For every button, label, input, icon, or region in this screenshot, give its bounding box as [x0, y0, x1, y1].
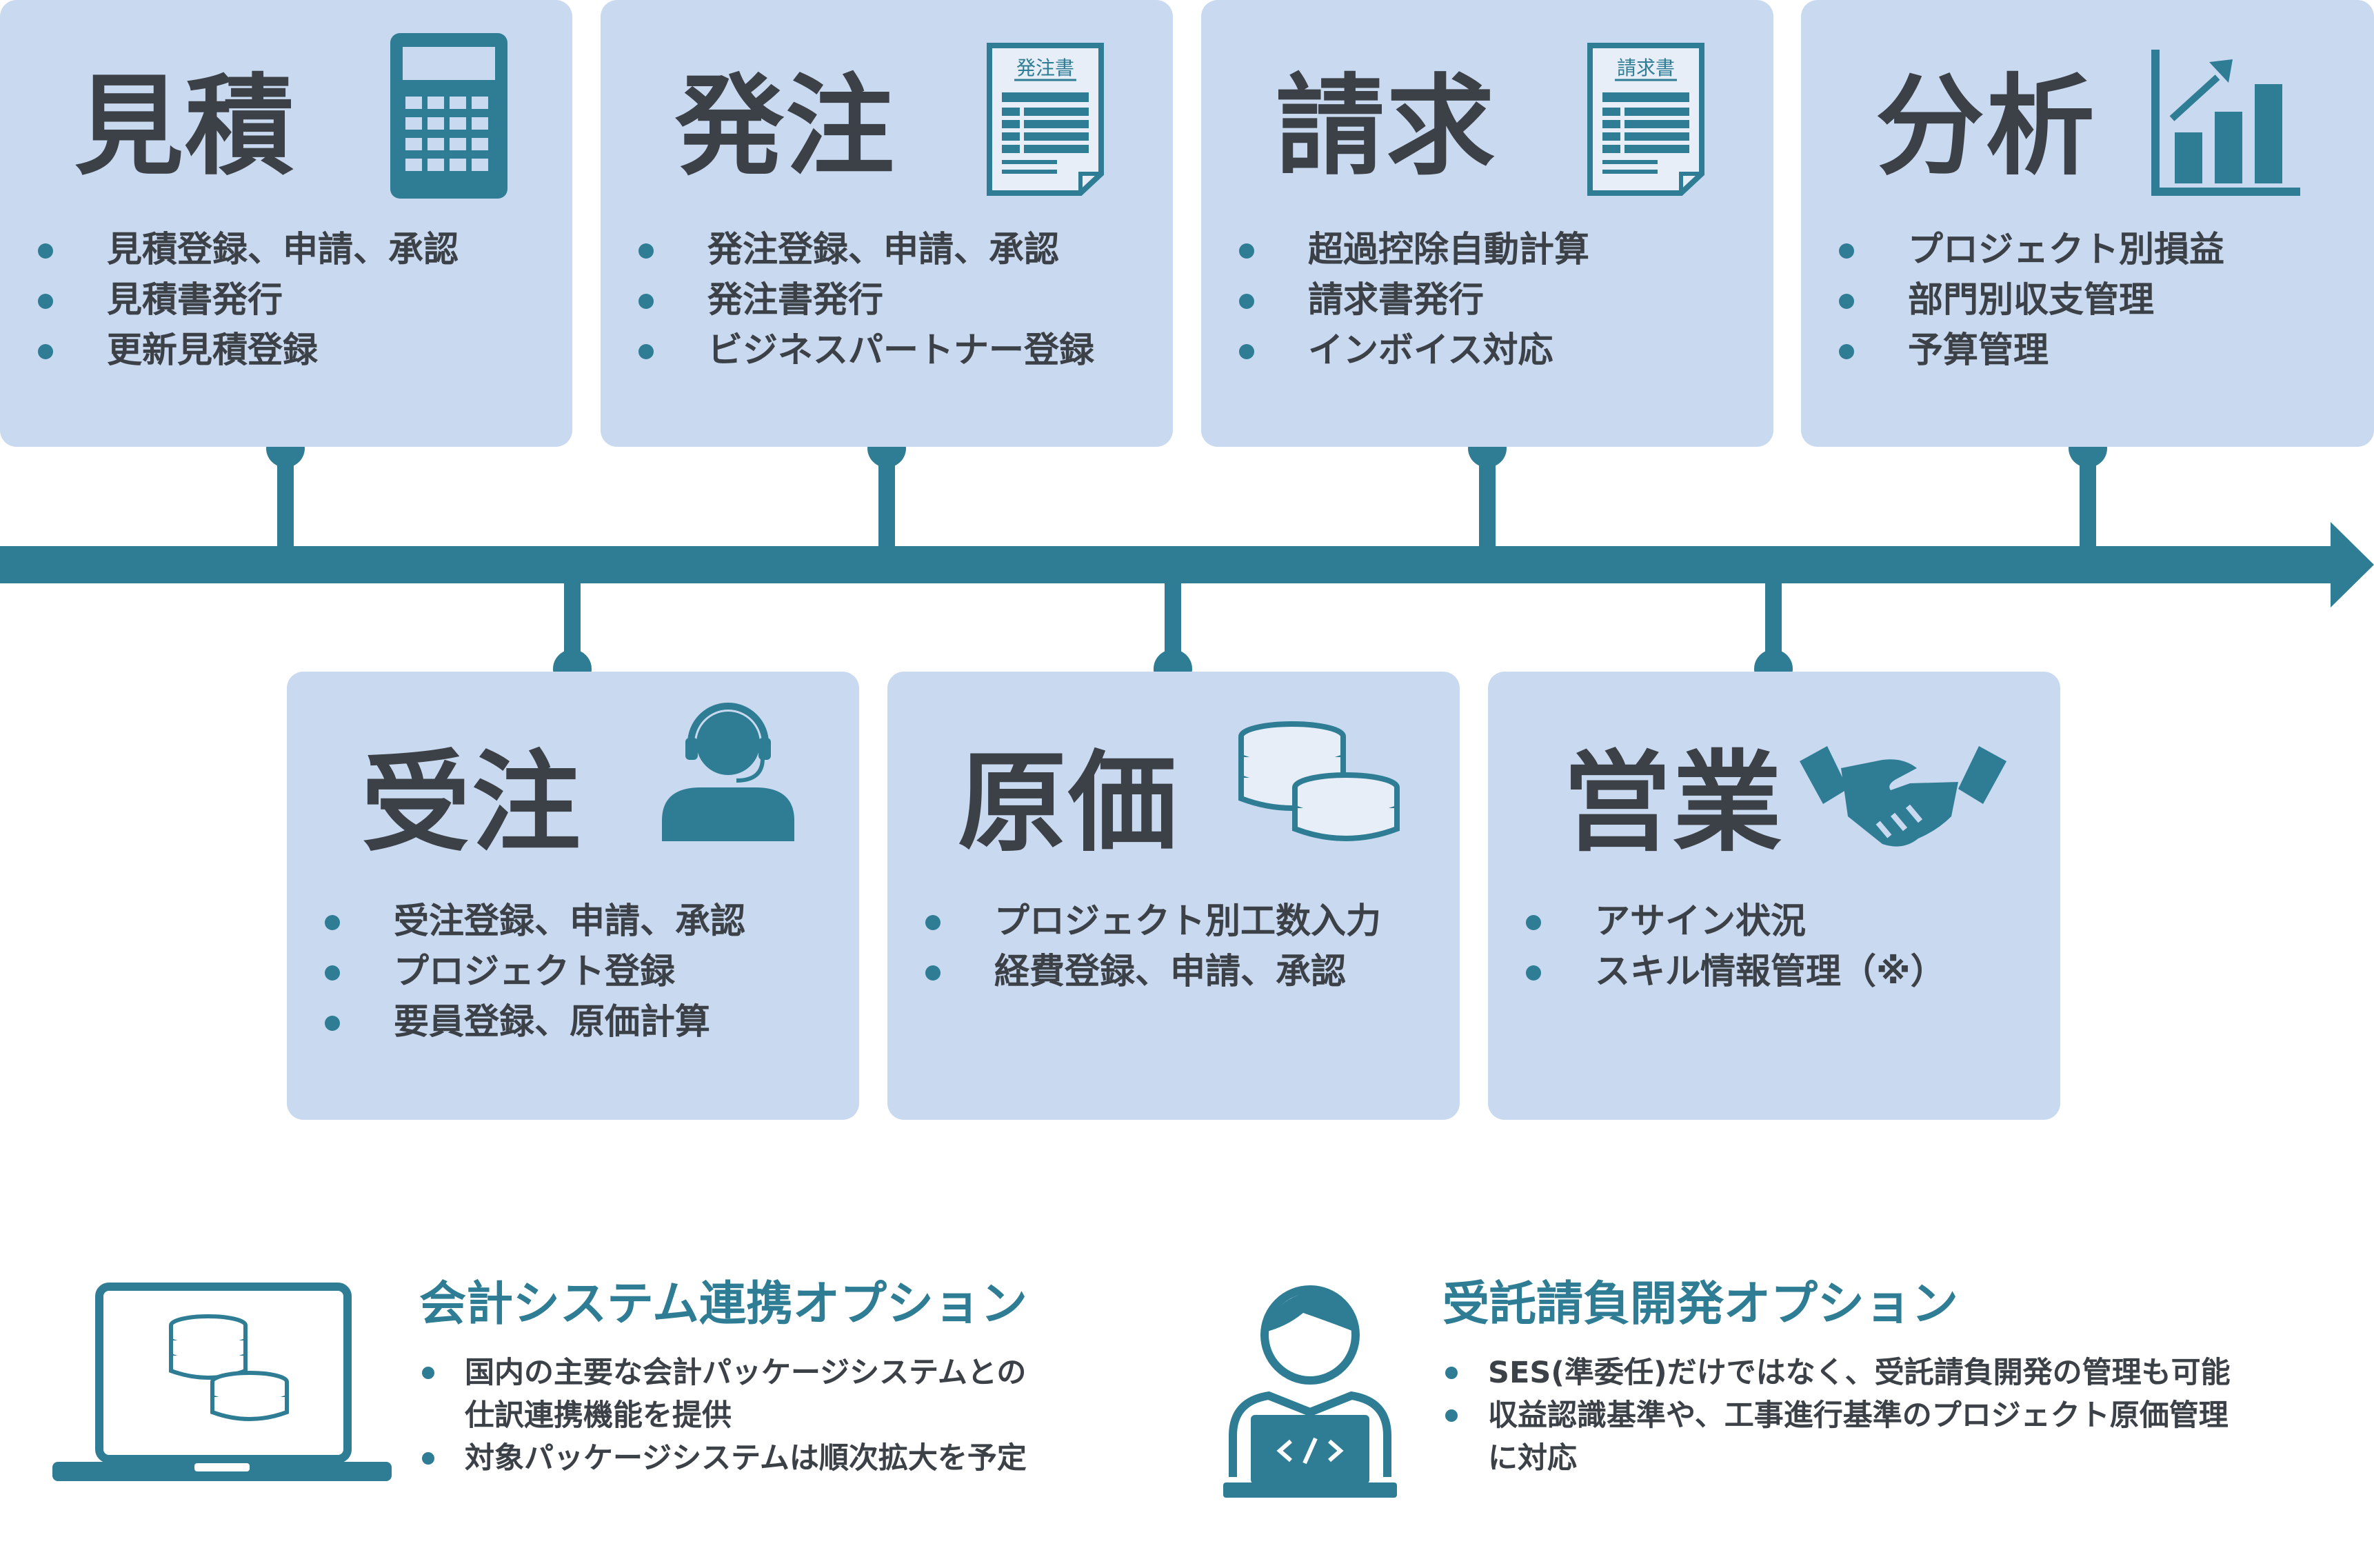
coin-stacks-icon [1238, 721, 1400, 841]
option-title: 受託請負開発オプション [1442, 1277, 1959, 1331]
option-items: SES(準委任)だけではなく、受託請負開発の管理も可能 収益認識基準や、工事進行… [1445, 1351, 2231, 1480]
card-title: 請求 [1276, 63, 1496, 190]
card-items: 超過控除自動計算 請求書発行 インボイス対応 [1239, 225, 1589, 376]
list-item: インボイス対応 [1239, 325, 1589, 376]
card-items: 発注登録、申請、承認 発注書発行 ビジネスパートナー登録 [638, 225, 1094, 376]
operator-headset-icon [662, 703, 794, 841]
card-items: 受注登録、申請、承認 プロジェクト登録 要員登録、原価計算 [325, 896, 745, 1047]
list-item: 収益認識基準や、工事進行基準のプロジェクト原価管理 に対応 [1445, 1394, 2231, 1480]
list-item: 請求書発行 [1239, 275, 1589, 325]
calculator-icon [390, 33, 507, 199]
developer-laptop-icon [1223, 1285, 1397, 1498]
card-billing: 請求 請求書 超過控除自動計算 請求書発行 インボイス対応 [1201, 0, 1773, 447]
list-item: 予算管理 [1839, 325, 2224, 376]
card-title: 受注 [361, 740, 582, 867]
list-item: 国内の主要な会計パッケージシステムとの 仕訳連携機能を提供 [422, 1351, 1027, 1437]
card-order-received: 受注 受注登録、申請、承認 プロジェクト登録 要員登録、原価計算 [287, 672, 859, 1120]
bar-chart-growth-icon [2151, 50, 2300, 196]
list-item: 受注登録、申請、承認 [325, 896, 745, 947]
card-title: 分析 [1875, 63, 2096, 190]
card-title: 営業 [1562, 740, 1783, 867]
list-item: ビジネスパートナー登録 [638, 325, 1094, 376]
document-label: 発注書 [1016, 57, 1074, 79]
card-analysis: 分析 プロジェクト別損益 部門別収支管理 予算管理 [1801, 0, 2374, 447]
card-items: 見積登録、申請、承認 見積書発行 更新見積登録 [38, 225, 459, 376]
card-items: プロジェクト別損益 部門別収支管理 予算管理 [1839, 225, 2224, 376]
list-item-line: 国内の主要な会計パッケージシステムとの [465, 1356, 1027, 1390]
card-title: 原価 [958, 740, 1178, 867]
list-item: SES(準委任)だけではなく、受託請負開発の管理も可能 [1445, 1351, 2231, 1394]
list-item: 発注書発行 [638, 275, 1094, 325]
list-item: スキル情報管理（※） [1526, 947, 1946, 997]
list-item: アサイン状況 [1526, 896, 1946, 947]
list-item-line: に対応 [1488, 1441, 1577, 1476]
list-item: 部門別収支管理 [1839, 275, 2224, 325]
list-item-line: 仕訳連携機能を提供 [465, 1398, 732, 1433]
purchase-order-document-icon: 発注書 [987, 43, 1104, 196]
card-purchase-order: 発注 発注書 発注登録、申請、承認 発注書発行 ビジネスパートナー登録 [601, 0, 1173, 447]
card-estimate: 見積 見積登録、申請、承認 見積書発行 更新見積登録 [0, 0, 572, 447]
list-item: 要員登録、原価計算 [325, 997, 745, 1047]
card-items: アサイン状況 スキル情報管理（※） [1526, 896, 1946, 997]
handshake-icon [1800, 746, 2006, 847]
list-item: 対象パッケージシステムは順次拡大を予定 [422, 1437, 1027, 1480]
card-items: プロジェクト別工数入力 経費登録、申請、承認 [925, 896, 1381, 997]
document-label: 請求書 [1617, 57, 1675, 79]
list-item: 見積書発行 [38, 275, 459, 325]
list-item-line: 対象パッケージシステムは順次拡大を予定 [465, 1441, 1027, 1476]
option-items: 国内の主要な会計パッケージシステムとの 仕訳連携機能を提供 対象パッケージシステ… [422, 1351, 1027, 1480]
list-item: プロジェクト別工数入力 [925, 896, 1381, 947]
list-item: 発注登録、申請、承認 [638, 225, 1094, 275]
list-item: プロジェクト登録 [325, 947, 745, 997]
invoice-document-icon: 請求書 [1587, 43, 1704, 196]
list-item-line: SES(準委任)だけではなく、受託請負開発の管理も可能 [1488, 1356, 2231, 1390]
list-item-line: 収益認識基準や、工事進行基準のプロジェクト原価管理 [1488, 1398, 2229, 1433]
laptop-coins-icon [52, 1283, 392, 1481]
list-item: プロジェクト別損益 [1839, 225, 2224, 275]
card-sales: 営業 アサイン状況 スキル情報管理（※） [1488, 672, 2060, 1120]
list-item: 経費登録、申請、承認 [925, 947, 1381, 997]
card-title: 発注 [675, 63, 896, 190]
option-title: 会計システム連携オプション [419, 1277, 1027, 1331]
card-title: 見積 [74, 63, 295, 190]
card-cost: 原価 プロジェクト別工数入力 経費登録、申請、承認 [887, 672, 1460, 1120]
list-item: 超過控除自動計算 [1239, 225, 1589, 275]
list-item: 更新見積登録 [38, 325, 459, 376]
list-item: 見積登録、申請、承認 [38, 225, 459, 275]
